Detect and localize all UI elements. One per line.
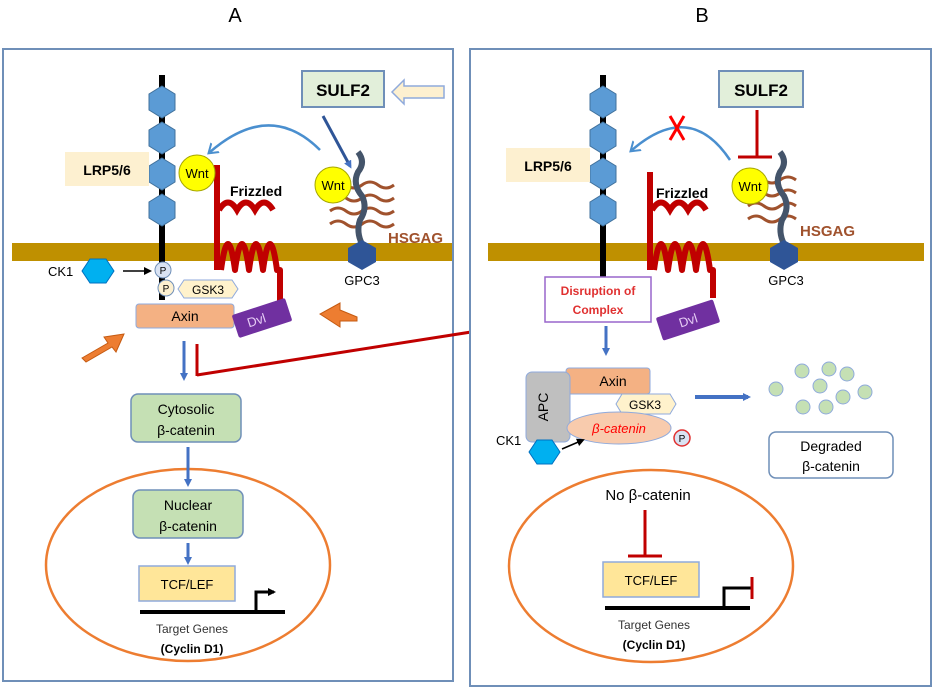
wnt-ligand-hsgag-a [314,166,352,204]
ck1-label-b: CK1 [496,433,521,448]
lrp-label-a: LRP5/6 [83,162,131,178]
axin-label-a: Axin [171,308,198,324]
phospho-p-b [673,429,691,447]
ck1-label-a: CK1 [48,264,73,279]
sulf2-label-a: SULF2 [316,81,370,100]
lrp-receptor-a [148,75,176,300]
dvl-box-a: Dvl [232,298,292,338]
tcf-lef-box-a [138,565,236,602]
wnt-ligand-bound-a [178,154,216,192]
orange-arrow-left-a [81,333,125,363]
sulf2-action-arrow-a [321,115,352,169]
target-genes-label-a: Target Genes [156,622,228,636]
cyclin-label-a: (Cyclin D1) [161,642,224,656]
ck1-arrow-b [561,438,585,450]
svg-text:Dvl: Dvl [677,310,700,330]
disruption-label-2-b: Complex [573,303,624,317]
degraded-label-1: Degraded [800,438,862,454]
cytosolic-bcatenin-box-a [130,393,242,443]
cyto-label-1-a: Cytosolic [158,401,215,417]
dvl-box-b: Dvl [656,299,720,341]
sulf2-box-a [301,70,385,108]
lrp-label-bg-a [65,152,149,186]
tcf-lef-label-a: TCF/LEF [161,577,214,592]
wnt-label-bound-a: Wnt [185,166,209,181]
target-genes-label-b: Target Genes [618,618,690,632]
cyclin-label-b: (Cyclin D1) [623,638,686,652]
transcription-start-b [722,586,752,608]
gpc3-label-b: GPC3 [768,273,803,288]
wnt-transfer-arrow-a [210,124,321,152]
frizzled-receptor-a [214,165,283,312]
panel-b-title: B [695,5,708,27]
gsk3-shape-a [177,279,239,299]
orange-arrow-right-a [319,302,358,328]
tcf-lef-box-b [602,561,700,598]
svg-text:P: P [163,284,170,295]
hsgag-label-b: HSGAG [800,223,855,240]
disruption-box-b [544,276,652,323]
wnt-ligand-b [731,167,769,205]
wnt-label-b: Wnt [738,179,762,194]
ck1-hexagon-b [528,439,561,465]
gsk3-shape-b [615,393,677,415]
svg-text:P: P [679,434,686,445]
gpc3-core-b [774,150,790,246]
sulf2-label-b: SULF2 [734,81,788,100]
sulf2-box-b [718,70,804,108]
gpc3-label-a: GPC3 [344,273,379,288]
lrp-receptor-b [589,75,617,285]
axin-label-b: Axin [599,373,626,389]
transcription-start-arrow-a [254,588,276,612]
svg-text:P: P [160,266,167,277]
panel-b-frame [469,48,932,687]
blocked-wnt-transfer-arrow-b [632,126,732,161]
lrp-label-bg-b [506,148,590,182]
bcatenin-label-b: β-catenin [591,421,646,436]
wnt-label-hsgag-a: Wnt [321,178,345,193]
nuc-label-2-a: β-catenin [159,518,217,534]
degraded-bcatenin-dots [768,361,873,415]
lrp-label-b: LRP5/6 [524,158,572,174]
cyto-label-2-a: β-catenin [157,422,215,438]
no-bcatenin-label: No β-catenin [605,487,690,504]
svg-text:Dvl: Dvl [245,310,268,330]
gpc3-hexagon-a [348,240,376,270]
gpc3-hexagon-b [770,240,798,270]
input-arrow-sulf2-a [390,78,445,106]
degraded-label-2: β-catenin [802,458,860,474]
phospho-p1-a [154,261,172,279]
block-x-icon [668,115,686,141]
gsk3-label-b: GSK3 [629,398,661,412]
frizzled-label-b: Frizzled [656,185,708,201]
ck1-hexagon-a [81,258,115,284]
frizzled-label-a: Frizzled [230,183,282,199]
degraded-bcatenin-box [768,431,894,479]
nuclear-bcatenin-box-a [132,489,244,539]
panel-a-title: A [228,5,242,27]
frizzled-receptor-b [647,172,716,298]
bcatenin-ellipse-b [566,411,672,445]
hsgag-label-a: HSGAG [388,230,443,247]
tcf-lef-label-b: TCF/LEF [625,573,678,588]
gsk3-label-a: GSK3 [192,283,224,297]
disruption-label-1-b: Disruption of [561,284,637,298]
nucleus-b [507,468,795,664]
gpc3-core-a [352,150,368,246]
phospho-p2-a [157,279,175,297]
nuc-label-1-a: Nuclear [164,497,213,513]
apc-label-b: APC [535,393,551,422]
